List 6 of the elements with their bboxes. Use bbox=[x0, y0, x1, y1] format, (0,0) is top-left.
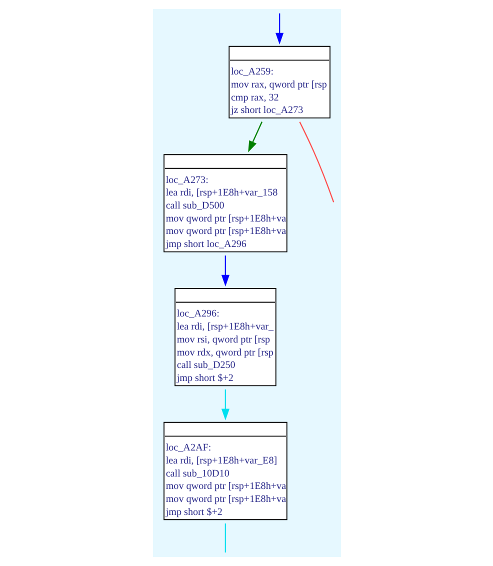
arrow bbox=[220, 389, 229, 420]
arrow bbox=[220, 256, 229, 286]
arrow bbox=[275, 13, 284, 44]
arrow bbox=[248, 122, 262, 152]
connector bbox=[298, 122, 334, 202]
connector bbox=[224, 523, 226, 552]
